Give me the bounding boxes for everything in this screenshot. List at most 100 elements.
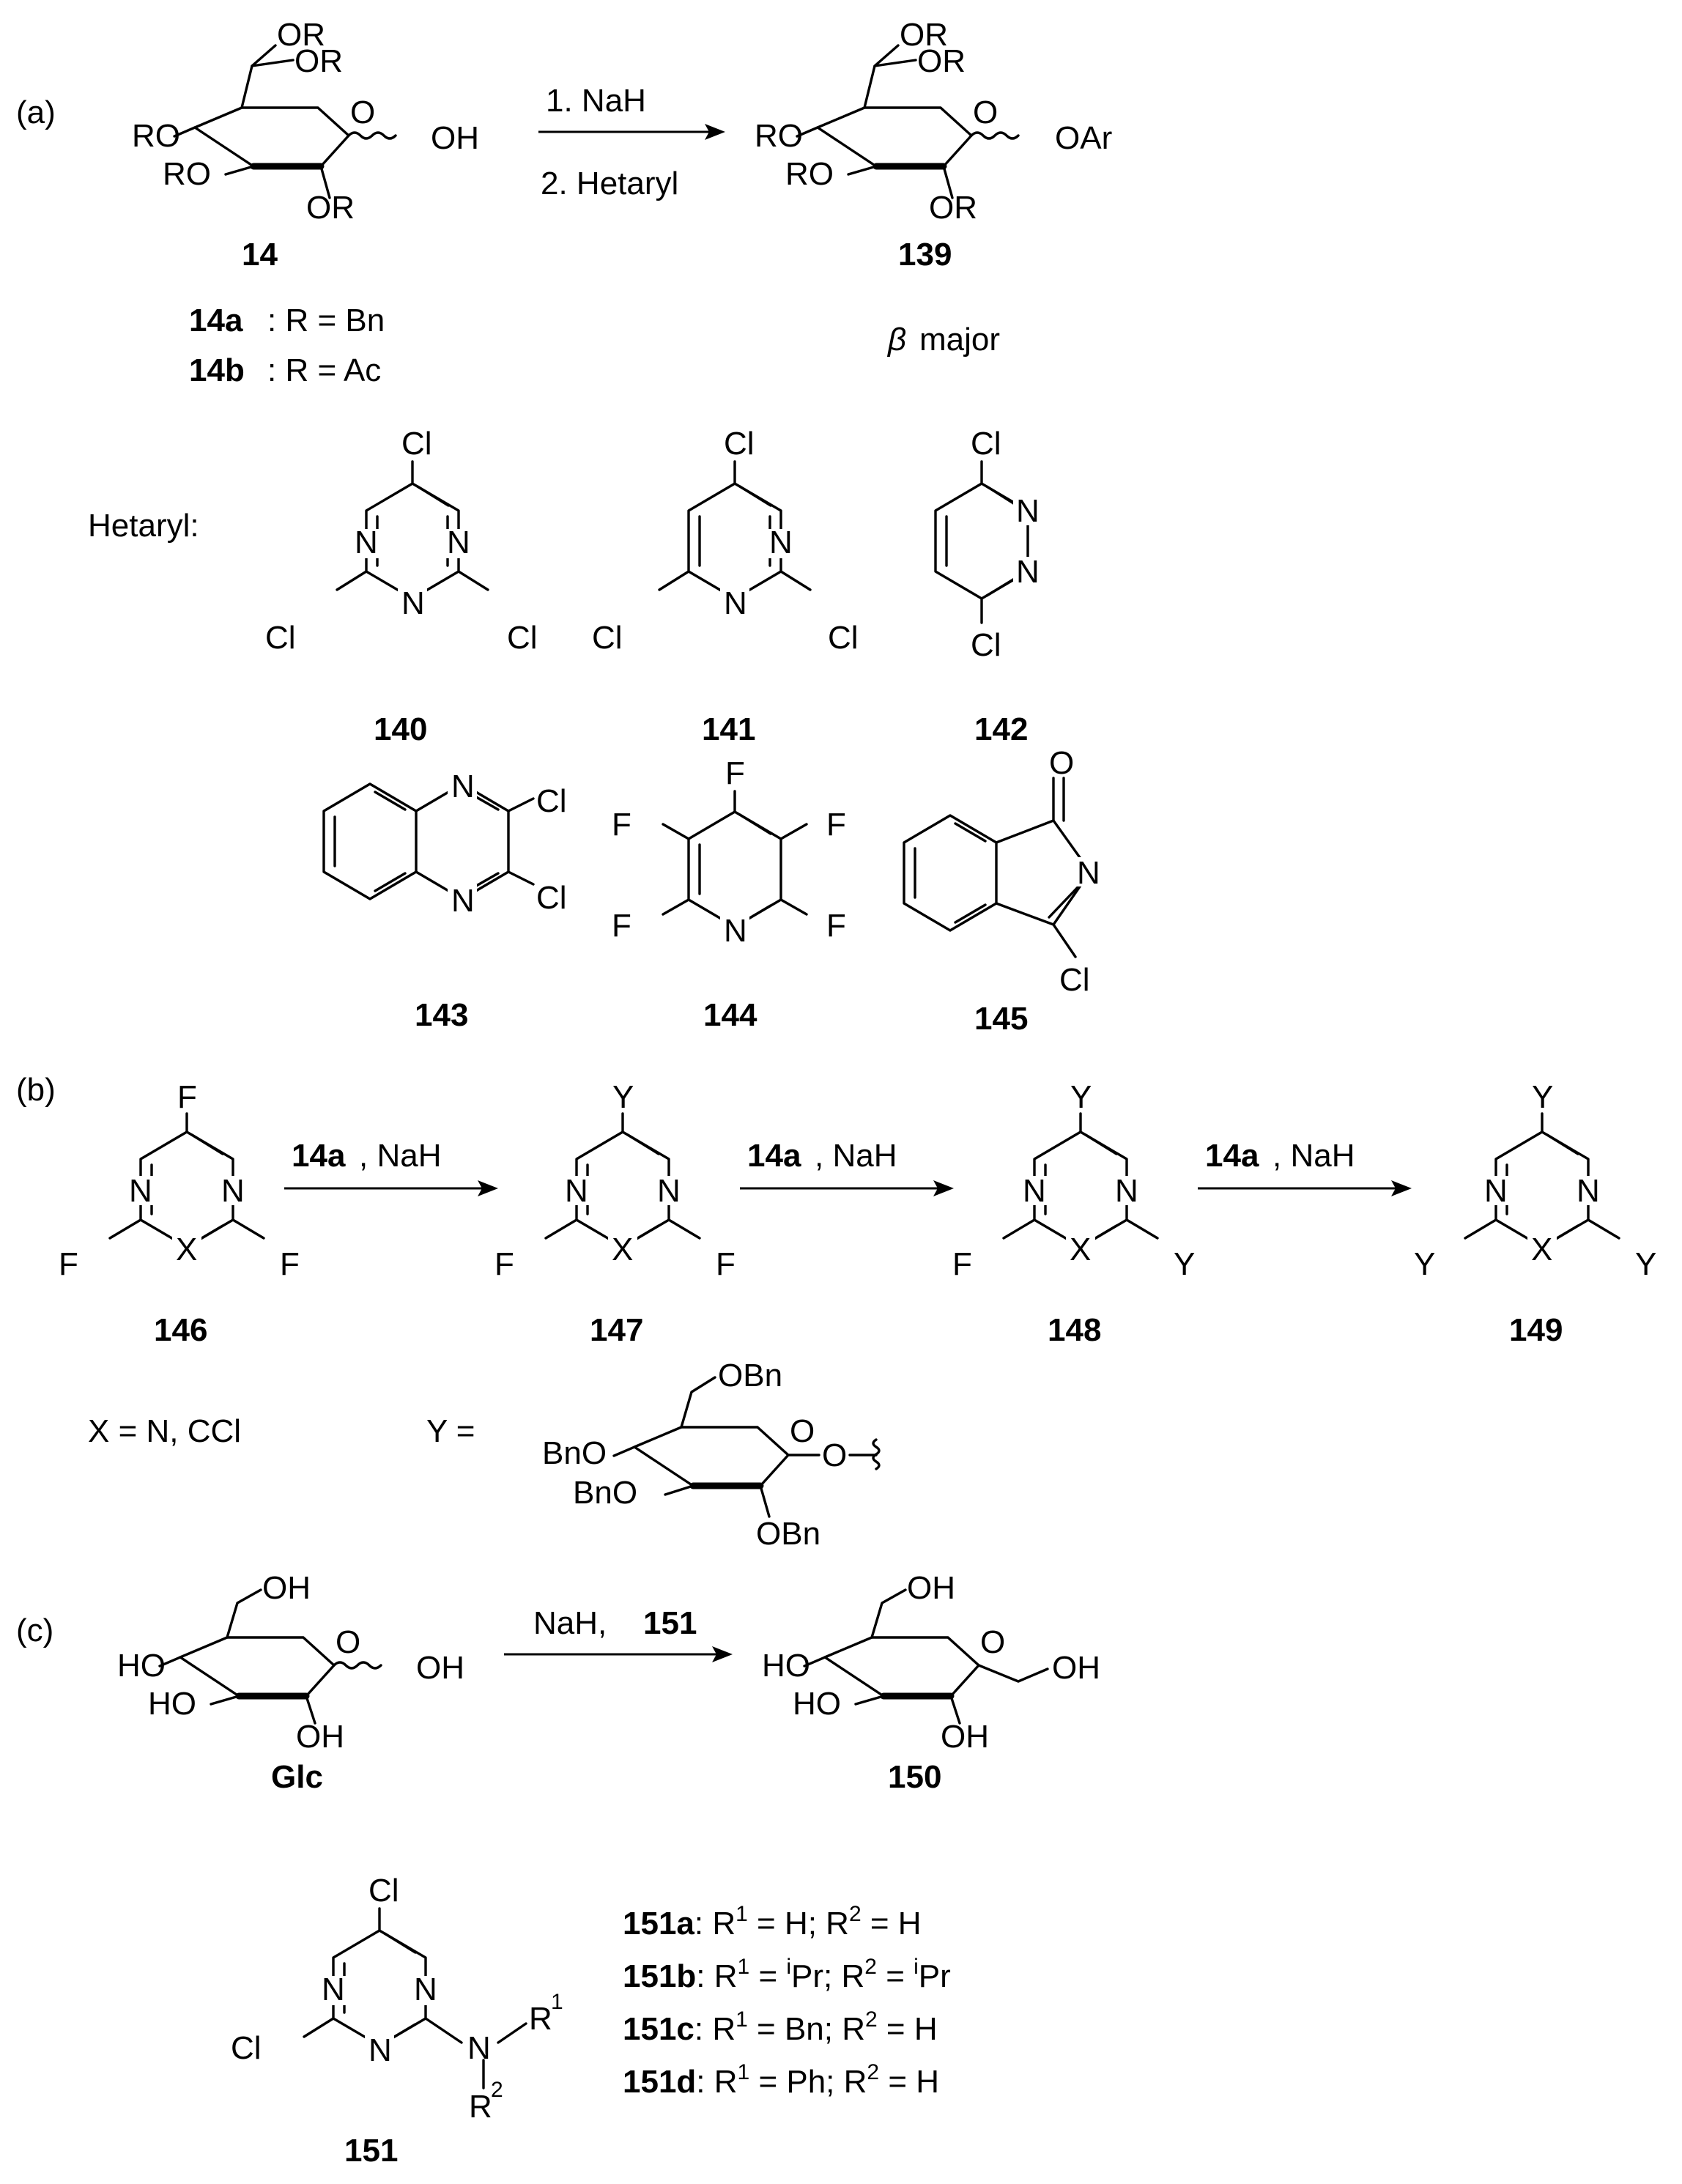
- double-bonds: [150, 1133, 224, 1245]
- ch2oh-bond: [870, 1588, 907, 1639]
- y-group: Y: [1070, 1079, 1092, 1115]
- oh-label: OH: [1052, 1650, 1100, 1686]
- hetaryl-label: Hetaryl:: [88, 508, 199, 544]
- compound-145-label: 145: [974, 1001, 1028, 1037]
- panel-a-label: (a): [16, 95, 56, 130]
- ho-label: HO: [793, 1686, 841, 1722]
- superscript: 1: [738, 2060, 750, 2084]
- beta-symbol: β: [886, 322, 906, 358]
- superscript: 2: [867, 2060, 879, 2084]
- double-bonds: [466, 791, 500, 892]
- variant-text: = Ph; R: [749, 2064, 867, 2100]
- compound-148-label: 148: [1048, 1312, 1101, 1348]
- compound-150-label: 150: [888, 1759, 941, 1795]
- variant-id: 151d: [623, 2064, 696, 2100]
- double-bonds: [945, 485, 1018, 597]
- cl-atom: Cl: [401, 426, 432, 462]
- f-atom: F: [952, 1246, 972, 1282]
- double-bonds: [1044, 1133, 1118, 1245]
- anomeric-bond: [977, 1664, 1049, 1683]
- cl-bond: [1052, 923, 1077, 958]
- carbonyl-bond: [1052, 777, 1065, 822]
- variant-text: Pr: [919, 1958, 951, 1994]
- variant-text: : R: [694, 2011, 736, 2047]
- c4-obn-bond: [612, 1445, 636, 1457]
- substituent-bonds: [1002, 1112, 1159, 1240]
- variant-14a-text: : R = Bn: [267, 303, 385, 338]
- n-atom: N: [401, 585, 425, 621]
- superscript: 2: [864, 1955, 877, 1979]
- y-group: Y: [1635, 1246, 1656, 1282]
- n-atom: N: [1115, 1173, 1138, 1209]
- c4-ro-bond: [173, 126, 196, 138]
- link-oxygen: O: [822, 1437, 847, 1473]
- ro-label: RO: [785, 156, 834, 192]
- svg-text:151c: R1 = Bn; R2 = H: 151c: R1 = Bn; R2 = H: [623, 2007, 938, 2047]
- or-label: OR: [900, 17, 948, 53]
- compound-144-structure: F F F F F N: [612, 755, 846, 949]
- condition-rest: , NaH: [815, 1138, 897, 1174]
- anomeric-wavy-bond: [333, 1661, 382, 1670]
- ch2or-bond: [863, 44, 900, 109]
- variant-151d: 151d: R1 = Ph; R2 = H: [623, 2060, 939, 2100]
- variant-text: : R: [694, 1906, 736, 1941]
- x-definition: X = N, CCl: [88, 1413, 241, 1449]
- compound-143-label: 143: [415, 997, 468, 1033]
- n-atom: N: [724, 913, 747, 949]
- compound-146-label: 146: [154, 1312, 207, 1348]
- variant-14b-text: : R = Ac: [267, 352, 381, 388]
- beta-note: major: [919, 322, 1000, 358]
- variant-text: : R: [696, 2064, 737, 2100]
- oh-label: OH: [431, 120, 479, 156]
- cl-atom: Cl: [592, 620, 623, 656]
- f-atom: F: [725, 755, 745, 791]
- benzo-ring: [903, 814, 998, 932]
- ro-label: RO: [132, 118, 180, 154]
- pyranose-ring: [179, 1636, 336, 1698]
- compound-139-label: 139: [898, 237, 952, 273]
- c2-oh-bond: [949, 1695, 961, 1725]
- variant-text: =: [749, 1958, 786, 1994]
- double-bonds: [914, 822, 987, 924]
- compound-140-label: 140: [374, 711, 427, 747]
- n-atom: N: [1023, 1173, 1046, 1209]
- c4-ro-bond: [796, 126, 819, 138]
- n-atom: N: [355, 525, 378, 560]
- panel-c-label: (c): [16, 1613, 53, 1648]
- variant-14b-id: 14b: [189, 352, 245, 388]
- superscript: 2: [865, 2007, 878, 2032]
- substituent-bonds: [544, 1112, 701, 1240]
- superscript: 2: [849, 1902, 862, 1926]
- f-atom: F: [826, 908, 846, 944]
- n-atom: N: [447, 525, 470, 560]
- n-atom: N: [724, 585, 747, 621]
- condition-reagent: 14a: [747, 1138, 801, 1174]
- compound-148-structure: Y N N X F Y: [952, 1079, 1195, 1282]
- or-label: OR: [306, 190, 355, 226]
- ring-oxygen: O: [350, 95, 375, 130]
- c3-ro-bond: [847, 165, 878, 176]
- double-bonds: [698, 813, 772, 925]
- or-label: OR: [929, 190, 977, 226]
- f-atom: F: [177, 1079, 197, 1115]
- x-atom: X: [1531, 1232, 1552, 1267]
- compound-140-structure: Cl N N N Cl Cl: [265, 426, 538, 656]
- compound-147-label: 147: [590, 1312, 643, 1348]
- pyranose-ring: [823, 1636, 980, 1698]
- compound-145-structure: O N Cl: [903, 745, 1103, 998]
- panel-c: (c) OH O HO HO OH OH Glc NaH, 151: [16, 1570, 1100, 2169]
- f-atom: F: [612, 807, 631, 843]
- f-atom: F: [494, 1246, 514, 1282]
- ch2oh-bond: [226, 1588, 262, 1639]
- panel-a: (a) OR OR O RO RO OH OR 14 1. NaH 2. Het…: [16, 17, 1112, 1037]
- cl-atom: Cl: [724, 426, 755, 462]
- n-atom: N: [451, 883, 475, 919]
- c4-or-bond: [873, 59, 917, 67]
- cl-atom: Cl: [971, 426, 1001, 462]
- c2-oh-bond: [305, 1695, 316, 1725]
- cl-atom: Cl: [971, 627, 1001, 663]
- compound-147-structure: Y N N X F F: [494, 1079, 736, 1282]
- y-group: Y: [1532, 1079, 1553, 1115]
- variant-151c: 151c: R1 = Bn; R2 = H: [623, 2007, 938, 2047]
